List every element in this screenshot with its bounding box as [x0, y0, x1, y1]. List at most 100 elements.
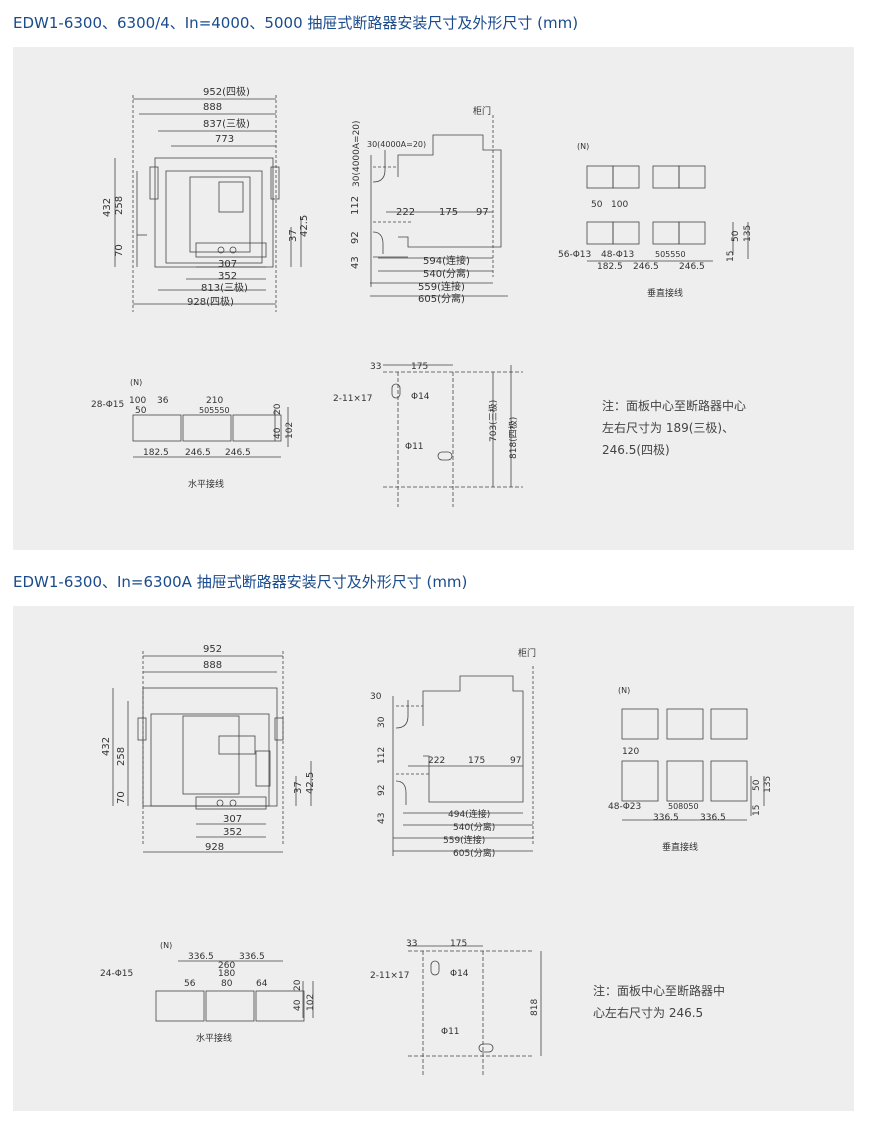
s1-front-837: 837(三极) — [203, 117, 250, 130]
s2-side-door: 柜门 — [518, 647, 536, 659]
s1-side-30-vert: 30(4000A=20) — [352, 120, 362, 187]
s1-horiz-20: 20 — [273, 403, 283, 415]
s1-cut-phi11: Φ11 — [405, 442, 424, 452]
s1-horiz-246-5b: 246.5 — [225, 448, 251, 458]
s2-cut-818: 818 — [530, 999, 540, 1016]
s1-side-605: 605(分离) — [418, 292, 465, 305]
s2-side-view — [392, 666, 534, 856]
s1-vert-holes1: 56-Φ13 — [558, 250, 591, 260]
s2-vert-336-5b: 336.5 — [700, 813, 726, 823]
s2-cut-phi14: Φ14 — [450, 969, 469, 979]
s2-horiz-caption: 水平接线 — [196, 1032, 232, 1044]
s1-side-door: 柜门 — [473, 105, 491, 117]
s1-horiz-n: (N) — [130, 378, 142, 387]
s2-vert-n: (N) — [618, 686, 630, 695]
s2-horiz-40: 40 — [293, 999, 303, 1011]
s2-horiz-56: 56 — [184, 979, 196, 989]
s2-side-222: 222 — [428, 756, 445, 766]
s1-note-line2: 左右尺寸为 189(三极)、 — [602, 421, 735, 435]
s2-vert-508050: 508050 — [668, 802, 699, 811]
s2-horizontal-wiring — [155, 960, 314, 1022]
s2-front-352: 352 — [223, 827, 242, 838]
s1-cut-818: 818(四极) — [507, 417, 519, 459]
s2-vert-135: 135 — [763, 776, 773, 793]
s2-side-175: 175 — [468, 756, 485, 766]
s1-horiz-caption: 水平接线 — [188, 478, 224, 490]
s1-side-594: 594(连接) — [423, 254, 470, 267]
s2-front-952: 952 — [203, 644, 222, 655]
s2-cut-33: 33 — [406, 939, 417, 949]
section1-drawing: 952(四极) 888 837(三极) 773 432 258 70 37 42… — [91, 85, 753, 507]
s2-side-559: 559(连接) — [443, 834, 485, 846]
s2-vert-120: 120 — [622, 747, 639, 757]
s1-horiz-40: 40 — [273, 427, 283, 439]
s2-front-37: 37 — [293, 781, 304, 794]
s1-horiz-36: 36 — [157, 396, 169, 406]
s2-cut-slot: 2-11×17 — [370, 971, 409, 981]
s1-side-559: 559(连接) — [418, 280, 465, 293]
s1-side-view — [370, 115, 508, 297]
s2-side-43: 43 — [377, 813, 387, 824]
s2-horiz-64: 64 — [256, 979, 268, 989]
s2-front-888: 888 — [203, 660, 222, 671]
s1-front-773: 773 — [215, 134, 234, 145]
s1-cut-slot: 2-11×17 — [333, 394, 372, 404]
s1-side-540: 540(分离) — [423, 267, 470, 280]
s1-front-888: 888 — [203, 102, 222, 113]
s2-side-494: 494(连接) — [448, 808, 490, 820]
s1-note-line1: 注：面板中心至断路器中心 — [602, 399, 747, 413]
section2-drawing: 952 888 432 258 70 37 42.5 307 352 928 柜… — [100, 644, 773, 1076]
s2-front-258: 258 — [116, 747, 127, 766]
s2-side-97: 97 — [510, 756, 521, 766]
s2-vert-caption: 垂直接线 — [662, 841, 698, 853]
s1-side-175: 175 — [439, 207, 458, 218]
s1-side-112: 112 — [350, 196, 361, 215]
s2-horiz-336-5a: 336.5 — [188, 952, 214, 962]
s1-vert-135: 135 — [743, 225, 753, 242]
s1-horiz-505550: 505550 — [199, 406, 230, 415]
s1-vert-246-5a: 246.5 — [633, 262, 659, 272]
s1-cut-33: 33 — [370, 362, 381, 372]
s1-front-70: 70 — [114, 244, 125, 257]
s1-vertical-wiring — [586, 165, 749, 262]
s2-horiz-180: 180 — [218, 969, 235, 979]
s2-cut-phi11: Φ11 — [441, 1027, 460, 1037]
s1-cut-175: 175 — [411, 362, 428, 372]
s2-horiz-336-5b: 336.5 — [239, 952, 265, 962]
s1-cut-phi14: Φ14 — [411, 392, 430, 402]
s1-vert-100: 100 — [611, 200, 628, 210]
s2-cut-175: 175 — [450, 939, 467, 949]
s2-side-605: 605(分离) — [453, 847, 495, 859]
section2-panel: 952 888 432 258 70 37 42.5 307 352 928 柜… — [13, 606, 854, 1111]
s2-front-70: 70 — [116, 791, 127, 804]
s1-front-952: 952(四极) — [203, 85, 250, 98]
s2-horiz-holes: 24-Φ15 — [100, 969, 133, 979]
s1-front-928: 928(四极) — [187, 295, 234, 308]
s2-horiz-n: (N) — [160, 941, 172, 950]
s2-front-42-5: 42.5 — [305, 772, 316, 794]
s1-horizontal-wiring — [132, 407, 289, 458]
s2-note-line1: 注：面板中心至断路器中 — [593, 984, 726, 998]
s1-front-view — [114, 95, 302, 312]
s1-vert-15: 15 — [726, 251, 736, 262]
s1-front-42-5: 42.5 — [299, 215, 310, 237]
s1-horiz-50: 50 — [135, 406, 147, 416]
s1-panel-cutout — [383, 364, 523, 507]
s2-note-line2: 心左右尺寸为 246.5 — [593, 1006, 704, 1020]
s2-note: 注：面板中心至断路器中 心左右尺寸为 246.5 — [593, 980, 725, 1024]
s1-front-307: 307 — [218, 259, 237, 270]
s1-vert-182-5: 182.5 — [597, 262, 623, 272]
s2-side-112: 112 — [377, 747, 387, 764]
s2-side-540: 540(分离) — [453, 821, 495, 833]
s1-horiz-210: 210 — [206, 396, 223, 406]
section1-title: EDW1-6300、6300/4、In=4000、5000 抽屉式断路器安装尺寸… — [13, 14, 579, 32]
s1-vert-caption: 垂直接线 — [647, 287, 683, 299]
s1-side-97: 97 — [476, 207, 489, 218]
s1-front-432: 432 — [102, 198, 113, 217]
s2-side-30b: 30 — [377, 716, 387, 728]
s2-front-view — [112, 651, 312, 853]
s2-vert-336-5a: 336.5 — [653, 813, 679, 823]
s1-horiz-182-5: 182.5 — [143, 448, 169, 458]
s1-vert-505550: 505550 — [655, 250, 686, 259]
s2-side-30a: 30 — [370, 692, 382, 702]
